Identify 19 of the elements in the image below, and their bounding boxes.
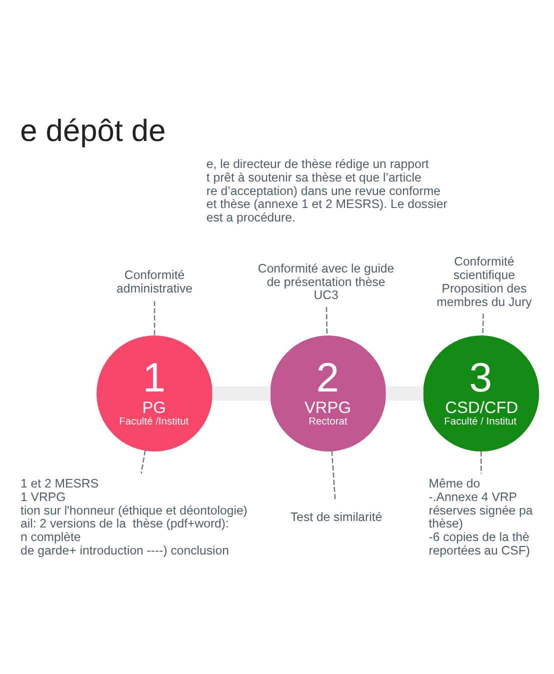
connector	[212, 386, 271, 401]
connector	[154, 301, 156, 336]
connector	[331, 450, 336, 500]
node-circle: 1 PG Faculté /Institut	[96, 335, 213, 452]
node-text: Conformité avec le guide de présentation thèse UC3	[258, 261, 394, 302]
node-text: Test de similarité	[290, 510, 382, 524]
connector	[480, 451, 482, 474]
connector	[482, 314, 484, 336]
node-text: Conformité scientifique Proposition des membres du Jury	[436, 254, 532, 309]
connector	[326, 306, 328, 336]
node-circle: 3 CSD/CFD Faculté / Institut	[423, 335, 540, 452]
label: e, le directeur de thèse rédige un rapport t prêt à soutenir sa thèse et que l’article re d’acceptation) dans une revue conforme et thèse (annexe 1 et 2 MESRS). Le dossier est a procédure.	[206, 157, 448, 225]
connector	[140, 450, 146, 474]
node-text: Conformité administrative	[116, 268, 193, 296]
node-text: Même do -.Annexe 4 VRP réserves signée pa thèse) -6 copies de la thè reportées au CSF)	[428, 476, 533, 558]
node-circle: 2 VRPG Rectorat	[270, 335, 386, 452]
node-text: 1 et 2 MESRS 1 VRPG tion sur l'honneur (éthique et déontologie) ail: 2 versions de la thèse (pdf+word): n complète de garde+ introduction ----) conclusion	[20, 476, 248, 558]
diagram-title: e dépôt de	[20, 112, 166, 148]
connector	[386, 386, 424, 401]
